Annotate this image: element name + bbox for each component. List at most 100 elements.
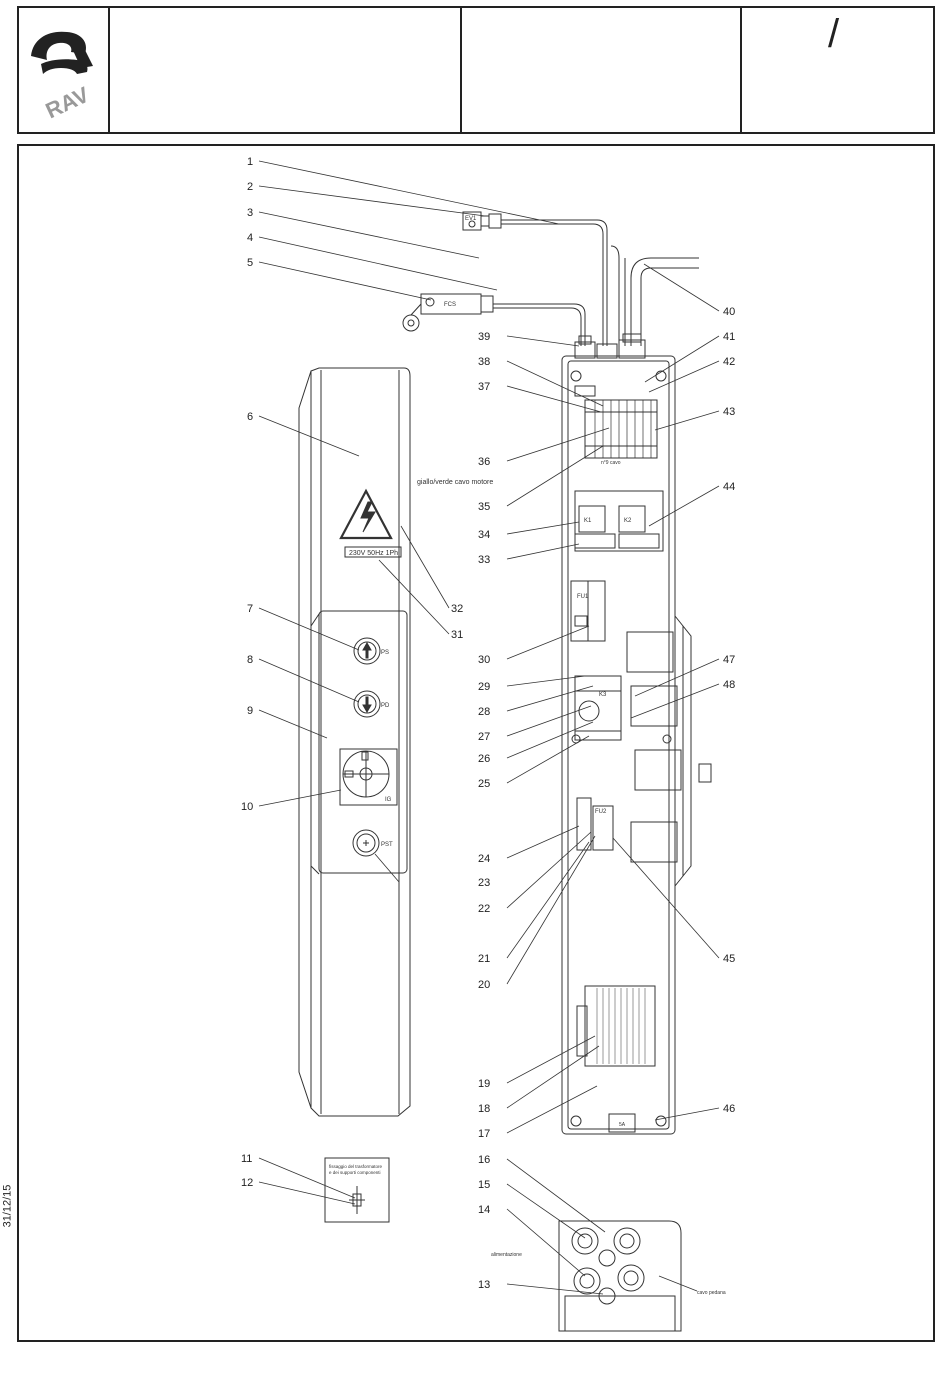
callout-29: 29: [478, 681, 490, 693]
cables: [493, 219, 699, 346]
callout-44: 44: [723, 481, 735, 493]
fuse-fu1: FU1: [570, 580, 606, 642]
button-down[interactable]: [353, 690, 381, 718]
callout-22: 22: [478, 903, 490, 915]
callout-31: 31: [451, 629, 463, 641]
callout-30: 30: [478, 654, 490, 666]
svg-text:RAV: RAV: [42, 82, 93, 124]
callout-8: 8: [247, 654, 253, 666]
callout-19: 19: [478, 1078, 490, 1090]
callout-15: 15: [478, 1179, 490, 1191]
label-motor-cable: n°9 cavo: [601, 460, 621, 466]
leader-lines: [258, 160, 720, 1295]
label-fcs: FCS: [444, 302, 456, 308]
callout-5: 5: [247, 257, 253, 269]
label-ps: PS: [381, 650, 389, 656]
fixing-detail: fissaggio del trasformatore e dei suppor…: [324, 1157, 390, 1223]
label-5a: 5A: [619, 1122, 626, 1128]
callout-43: 43: [723, 406, 735, 418]
callout-24: 24: [478, 853, 490, 865]
panel-cover: 230V 50Hz 1Ph PS PD IG PST: [298, 367, 411, 1117]
sheet-mark: /: [828, 12, 840, 56]
label-fu1: FU1: [577, 594, 589, 600]
callout-45: 45: [723, 953, 735, 965]
cable-glands: [574, 333, 646, 359]
callout-16: 16: [478, 1154, 490, 1166]
callout-28: 28: [478, 706, 490, 718]
callout-20: 20: [478, 979, 490, 991]
title-block: RAV /: [17, 6, 935, 134]
electrical-panel-drawing: 230V 50Hz 1Ph PS PD IG PST: [241, 156, 735, 1332]
callout-4: 4: [247, 232, 253, 244]
label-fu2: FU2: [595, 809, 607, 815]
button-up[interactable]: [353, 637, 381, 665]
label-km1: K1: [584, 518, 592, 524]
callout-14: 14: [478, 1204, 490, 1216]
main-switch[interactable]: [339, 748, 398, 806]
callout-38: 38: [478, 356, 490, 368]
callout-35: 35: [478, 501, 490, 513]
callout-10: 10: [241, 801, 253, 813]
rav-logo: RAV: [31, 31, 93, 124]
date-code: 31/12/15: [1, 1184, 14, 1228]
button-pst[interactable]: [352, 829, 380, 857]
label-ev1: EV1: [465, 216, 477, 222]
callout-11: 11: [241, 1153, 252, 1165]
voltage-plate: [344, 546, 402, 558]
callouts: 1 2 3 4 5 6 7 8 9 10 11 12 39 38 37 36 3…: [241, 156, 735, 1291]
sheet-cell: /: [740, 8, 933, 132]
label-km2: K2: [624, 518, 632, 524]
callout-26: 26: [478, 753, 490, 765]
label-cable-entry: cavo pedana: [697, 1290, 726, 1296]
callout-13: 13: [478, 1279, 490, 1291]
callout-2: 2: [247, 181, 253, 193]
callout-7: 7: [247, 603, 253, 615]
warning-triangle: [339, 488, 393, 540]
label-pd: PD: [381, 703, 390, 709]
fuse-fu2: FU2: [576, 797, 614, 851]
callout-27: 27: [478, 731, 490, 743]
callout-41: 41: [723, 331, 735, 343]
callout-46: 46: [723, 1103, 735, 1115]
callout-18: 18: [478, 1103, 490, 1115]
callout-1: 1: [247, 156, 253, 168]
callout-33: 33: [478, 554, 490, 566]
label-pst: PST: [381, 842, 393, 848]
bottom-view: [558, 1220, 682, 1332]
solenoid-ev1: EV1: [462, 211, 502, 231]
label-ig: IG: [385, 797, 392, 803]
terminal-block: [574, 385, 658, 459]
callout-48: 48: [723, 679, 735, 691]
callout-12: 12: [241, 1177, 253, 1189]
callout-42: 42: [723, 356, 735, 368]
bottom-gland: 5A: [608, 1113, 636, 1133]
callout-40: 40: [723, 306, 735, 318]
drawing-frame: 230V 50Hz 1Ph PS PD IG PST: [17, 144, 935, 1342]
callout-6: 6: [247, 411, 253, 423]
contactors: K1 K2: [574, 490, 664, 552]
callout-3: 3: [247, 207, 253, 219]
callout-25: 25: [478, 778, 490, 790]
callout-47: 47: [723, 654, 735, 666]
fix-note-1: fissaggio del trasformatore: [329, 1164, 383, 1169]
fix-note-2: e dei supporti componenti: [329, 1170, 381, 1175]
callout-21: 21: [478, 953, 490, 965]
voltage-label: 230V 50Hz 1Ph: [349, 550, 398, 557]
callout-32: 32: [451, 603, 463, 615]
label-green-yellow: giallo/verde cavo motore: [417, 479, 493, 486]
callout-39: 39: [478, 331, 490, 343]
callout-37: 37: [478, 381, 490, 393]
callout-9: 9: [247, 705, 253, 717]
transformer: [576, 985, 656, 1067]
enclosure: [561, 355, 712, 1135]
callout-36: 36: [478, 456, 490, 468]
callout-17: 17: [478, 1128, 490, 1140]
limit-switch-fcs: FCS: [402, 293, 494, 332]
callout-23: 23: [478, 877, 490, 889]
relay-k3: K3: [574, 675, 622, 741]
title-cell: [108, 8, 462, 132]
label-gland-note: alimentazione: [491, 1252, 522, 1258]
label-k3: K3: [599, 692, 607, 698]
callout-34: 34: [478, 529, 490, 541]
logo-cell: RAV: [19, 8, 110, 132]
